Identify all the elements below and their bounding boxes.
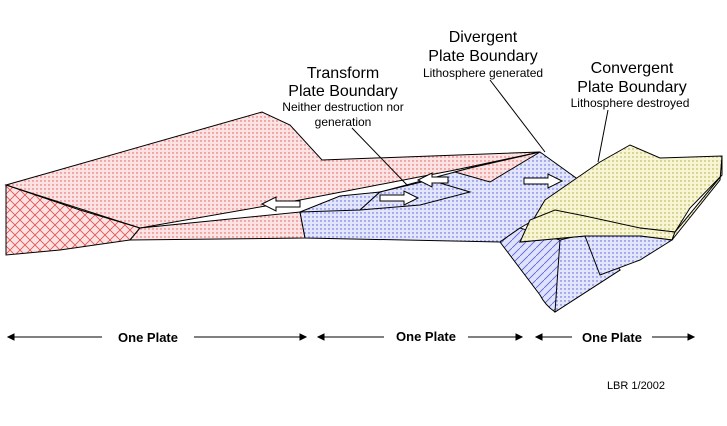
arrow-right-blue-plate-1: [379, 190, 420, 206]
arrow-right-blue-plate-2: [523, 173, 564, 189]
transform-note-line1: Neither destruction nor: [282, 100, 403, 114]
transform-label-line1: Transform: [307, 65, 379, 82]
divergent-note: Lithosphere generated: [423, 66, 543, 80]
credit-text: LBR 1/2002: [607, 380, 665, 392]
transform-note-line2: generation: [315, 115, 372, 129]
divergent-pointer-line: [489, 79, 546, 153]
yellow-plate-extent-left-arrowhead: [534, 333, 543, 341]
blue-plate-extent-right-arrowhead: [515, 333, 524, 341]
convergent-note: Lithosphere destroyed: [571, 96, 690, 110]
red-plate-extent-right-arrowhead: [299, 333, 308, 341]
yellow-plate-right-face: [671, 155, 723, 241]
red-plate-extent-left-arrowhead: [6, 333, 15, 341]
divergent-label-line2: Plate Boundary: [428, 48, 537, 65]
transform-label-line2: Plate Boundary: [288, 83, 397, 100]
yellow-plate-extent-right-arrowhead: [687, 333, 696, 341]
transform-pointer-line: [351, 127, 409, 187]
blue-plate-extent-left-arrowhead: [316, 333, 325, 341]
convergent-label-line1: Convergent: [591, 60, 674, 77]
yellow-plate-lower-face: [584, 235, 674, 276]
plate-label-yellow: One Plate: [582, 330, 642, 345]
arrow-left-red-plate-2: [416, 172, 449, 188]
divergent-ridge-line: [453, 151, 541, 183]
convergent-pointer-line: [597, 109, 609, 163]
convergent-label-line2: Plate Boundary: [577, 79, 686, 96]
plate-label-blue: One Plate: [396, 329, 456, 344]
plate-label-red: One Plate: [118, 330, 178, 345]
divergent-label-line1: Divergent: [449, 29, 518, 46]
arrow-left-red-plate: [260, 196, 301, 212]
